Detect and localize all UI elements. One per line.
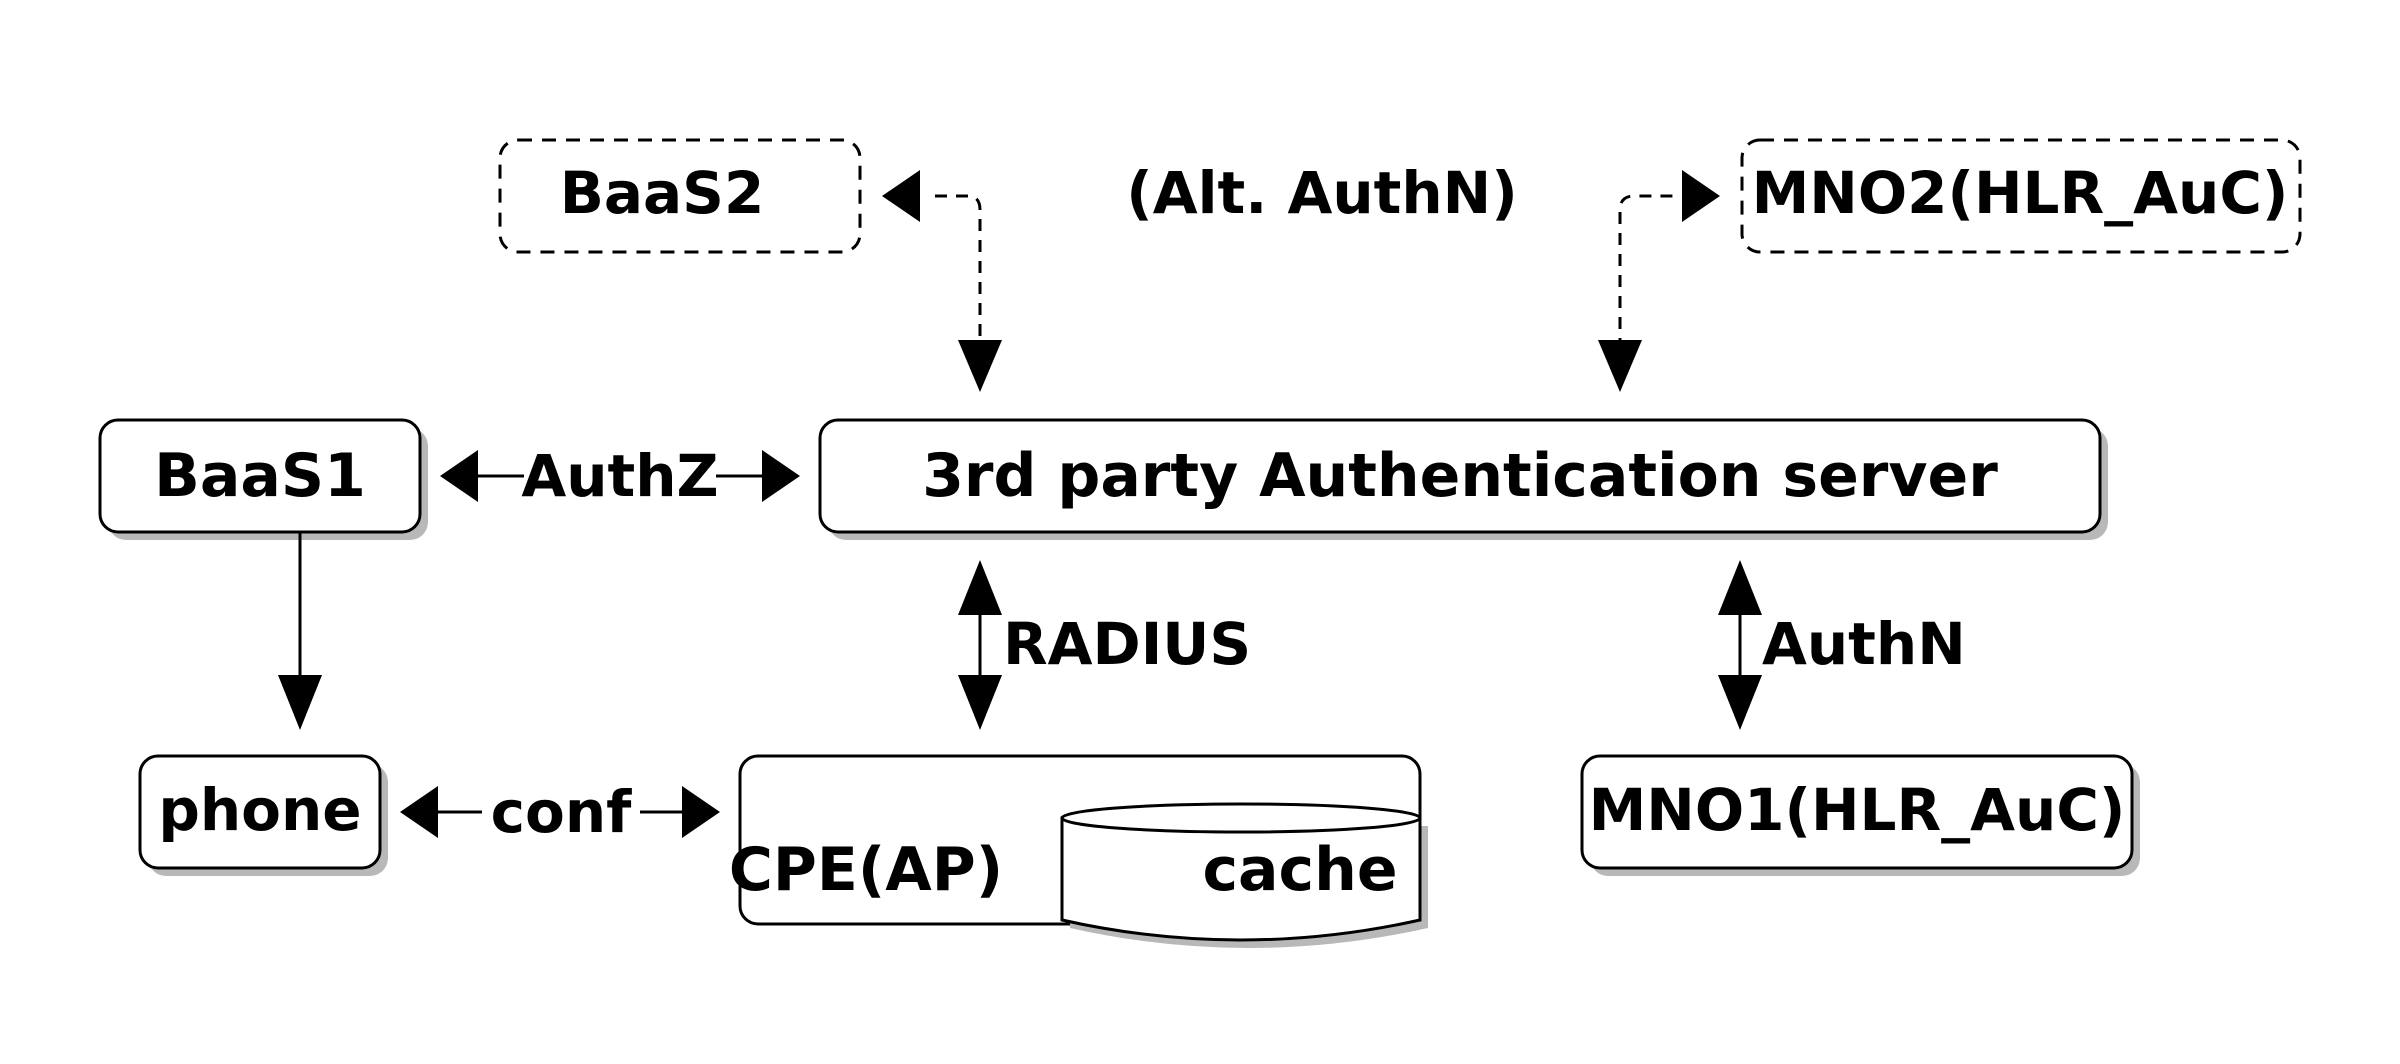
auth-server-node: 3rd party Authentication server [818,418,2108,540]
cache-label: cache [1202,835,1397,905]
cache-cylinder: cache [1060,802,1428,948]
arrow-to-auth-server-right [1598,340,1642,392]
arrow-to-baas1 [440,450,478,502]
mno2-node: MNO2(HLR_AuC) [1740,138,2302,254]
baas1-label: BaaS1 [154,441,366,511]
mno1-node: MNO1(HLR_AuC) [1580,754,2140,876]
authn-connector: AuthN [1718,560,1966,730]
conf-connector: conf [400,778,720,846]
mno1-label: MNO1(HLR_AuC) [1589,776,2126,844]
mno2-label: MNO2(HLR_AuC) [1752,159,2289,227]
mno2-alt-connector [1598,170,1720,392]
arrow-to-baas2 [882,170,920,222]
arrow-to-auth-server-authz [762,450,800,502]
phone-node: phone [138,754,388,876]
arrow-to-phone-conf [400,786,438,838]
arrow-radius-up [958,560,1002,615]
arrow-to-auth-server-left [958,340,1002,392]
cpe-node: CPE(AP) cache [729,754,1428,948]
radius-label: RADIUS [1003,610,1251,678]
arrow-to-phone [278,675,322,730]
authz-label: AuthZ [521,442,718,510]
phone-label: phone [158,776,361,844]
baas1-node: BaaS1 [98,418,428,540]
baas2-label: BaaS2 [560,159,765,227]
baas1-phone-connector [278,532,322,730]
arrow-to-mno2 [1682,170,1720,222]
auth-server-label: 3rd party Authentication server [922,441,1998,511]
alt-authn-label: (Alt. AuthN) [1126,159,1517,227]
arrow-authn-down [1718,675,1762,730]
baas2-node: BaaS2 [498,138,862,254]
cpe-label: CPE(AP) [729,835,1003,905]
arrow-to-cpe [682,786,720,838]
conf-label: conf [491,778,633,846]
baas2-alt-connector [882,170,1002,392]
authz-connector: AuthZ [440,442,800,510]
arrow-radius-down [958,675,1002,730]
radius-connector: RADIUS [958,560,1251,730]
authn-label: AuthN [1762,610,1966,678]
arrow-authn-up [1718,560,1762,615]
